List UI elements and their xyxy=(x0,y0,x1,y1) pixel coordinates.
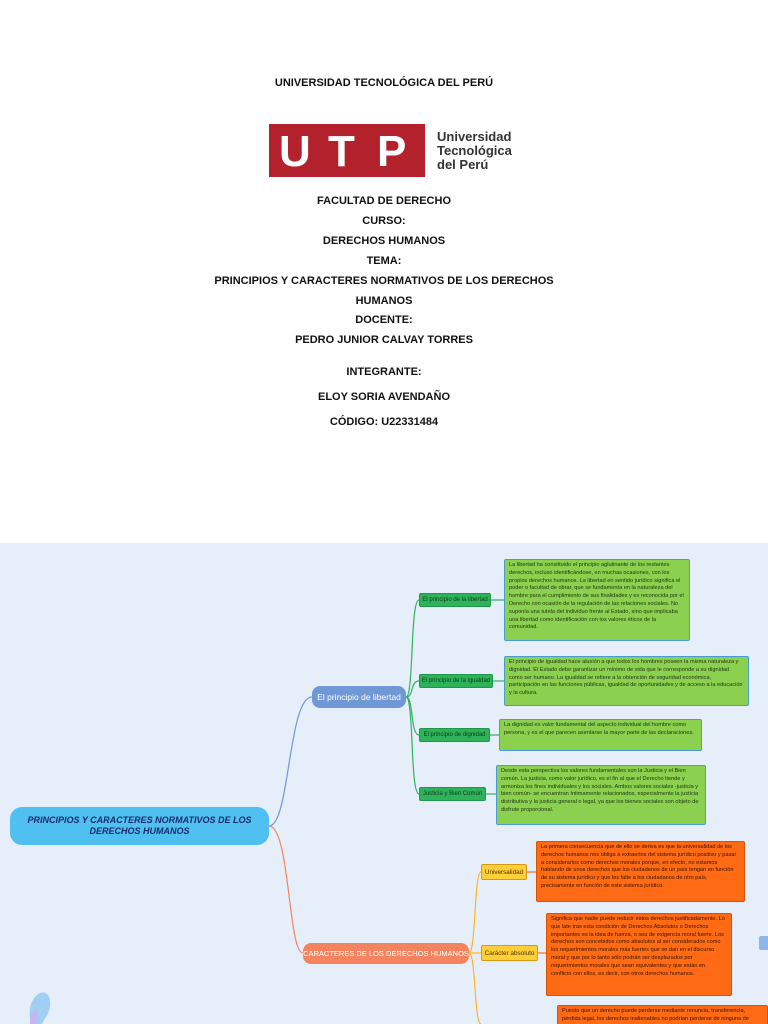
note-justicia-bien-comun[interactable]: Desde esta perspectiva los valores funda… xyxy=(496,765,706,825)
faculty: FACULTAD DE DERECHO xyxy=(316,195,452,207)
teacher-name: PEDRO JUNIOR CALVAY TORRES xyxy=(295,334,473,346)
node-principio-libertad[interactable]: El principio de la libertad xyxy=(419,593,491,607)
connector-libertad-1 xyxy=(405,599,420,698)
branch-caracteres[interactable]: CARACTERES DE LOS DERECHOS HUMANOS xyxy=(303,943,469,964)
member-name: ELOY SORIA AVENDAÑO xyxy=(317,391,451,403)
branch-principio-libertad[interactable]: El principio de libertad xyxy=(312,686,406,708)
teacher-label: DOCENTE: xyxy=(355,314,413,326)
note-inalienables[interactable]: Puesto que un derecho puede perderse med… xyxy=(557,1005,768,1024)
course-name: DERECHOS HUMANOS xyxy=(322,235,446,247)
node-universalidad[interactable]: Universalidad xyxy=(481,864,527,880)
logo-name-line: Tecnológica xyxy=(437,143,512,158)
cover-page: UNIVERSIDAD TECNOLÓGICA DEL PERÚ U T P U… xyxy=(214,77,554,428)
topic-line-2: HUMANOS xyxy=(355,295,413,307)
mind-map-connectors xyxy=(268,599,546,1024)
student-code: CÓDIGO: U22331484 xyxy=(329,416,439,428)
note-principio-libertad[interactable]: La libertad ha constituido el principio … xyxy=(504,559,690,641)
side-handle[interactable] xyxy=(759,936,768,950)
mind-map: PRINCIPIOS Y CARACTERES NORMATIVOS DE LO… xyxy=(0,543,768,1024)
topic-label: TEMA: xyxy=(366,255,402,267)
connector-caracteres-1 xyxy=(468,871,482,954)
connector-caracteres-3 xyxy=(468,952,482,1024)
note-caracter-absoluto[interactable]: Significa que nadie puede reducir estos … xyxy=(546,913,732,996)
logo-name-line: Universidad xyxy=(437,129,512,144)
logo-name-line: del Perú xyxy=(437,157,489,172)
note-principio-dignidad[interactable]: La dignidad es valor fundamental del asp… xyxy=(499,719,702,751)
connector-root-libertad xyxy=(268,696,313,827)
connector-libertad-4 xyxy=(405,696,420,795)
connector-libertad-3 xyxy=(405,696,420,736)
logo-mark: U T P xyxy=(269,124,425,177)
member-label: INTEGRANTE: xyxy=(346,366,422,378)
course-label: CURSO: xyxy=(362,215,406,227)
note-principio-igualdad[interactable]: El principio de igualdad hace alusión a … xyxy=(504,656,749,706)
connector-libertad-2 xyxy=(405,680,420,698)
university-heading: UNIVERSIDAD TECNOLÓGICA DEL PERÚ xyxy=(274,77,494,89)
note-universalidad[interactable]: La primera consecuencia que de ello se d… xyxy=(536,841,745,902)
decorative-shape xyxy=(29,992,51,1024)
logo-letter-t: T xyxy=(328,127,355,176)
connector-root-caracteres xyxy=(268,825,304,954)
node-principio-dignidad[interactable]: El principio de dignidad xyxy=(419,728,490,742)
topic-line-1: PRINCIPIOS Y CARACTERES NORMATIVOS DE LO… xyxy=(214,275,554,287)
mind-map-root[interactable]: PRINCIPIOS Y CARACTERES NORMATIVOS DE LO… xyxy=(10,807,269,845)
node-justicia-bien-comun[interactable]: Justicia y Bien Común xyxy=(419,787,486,801)
logo-letter-p: P xyxy=(377,127,407,176)
logo-letter-u: U xyxy=(279,127,311,176)
node-caracter-absoluto[interactable]: Carácter absoluto xyxy=(481,945,538,961)
node-principio-igualdad[interactable]: El principio de la igualdad xyxy=(419,674,493,688)
utp-logo: U T P Universidad Tecnológica del Perú xyxy=(269,124,514,178)
